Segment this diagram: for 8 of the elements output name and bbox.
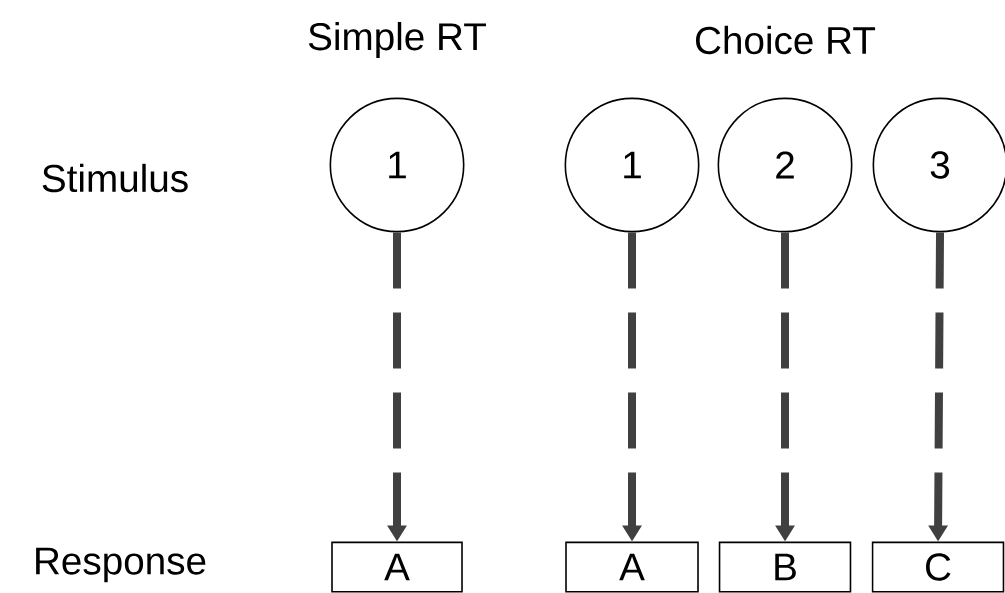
row-label: Stimulus [42, 163, 188, 193]
response-box: C [871, 541, 1005, 593]
column-heading: Simple RT [308, 22, 486, 59]
response-box: A [565, 541, 699, 593]
column-heading: Choice RT [696, 25, 876, 55]
row-label: Response [36, 547, 206, 583]
response-box: A [331, 541, 463, 593]
response-box: B [718, 541, 852, 593]
